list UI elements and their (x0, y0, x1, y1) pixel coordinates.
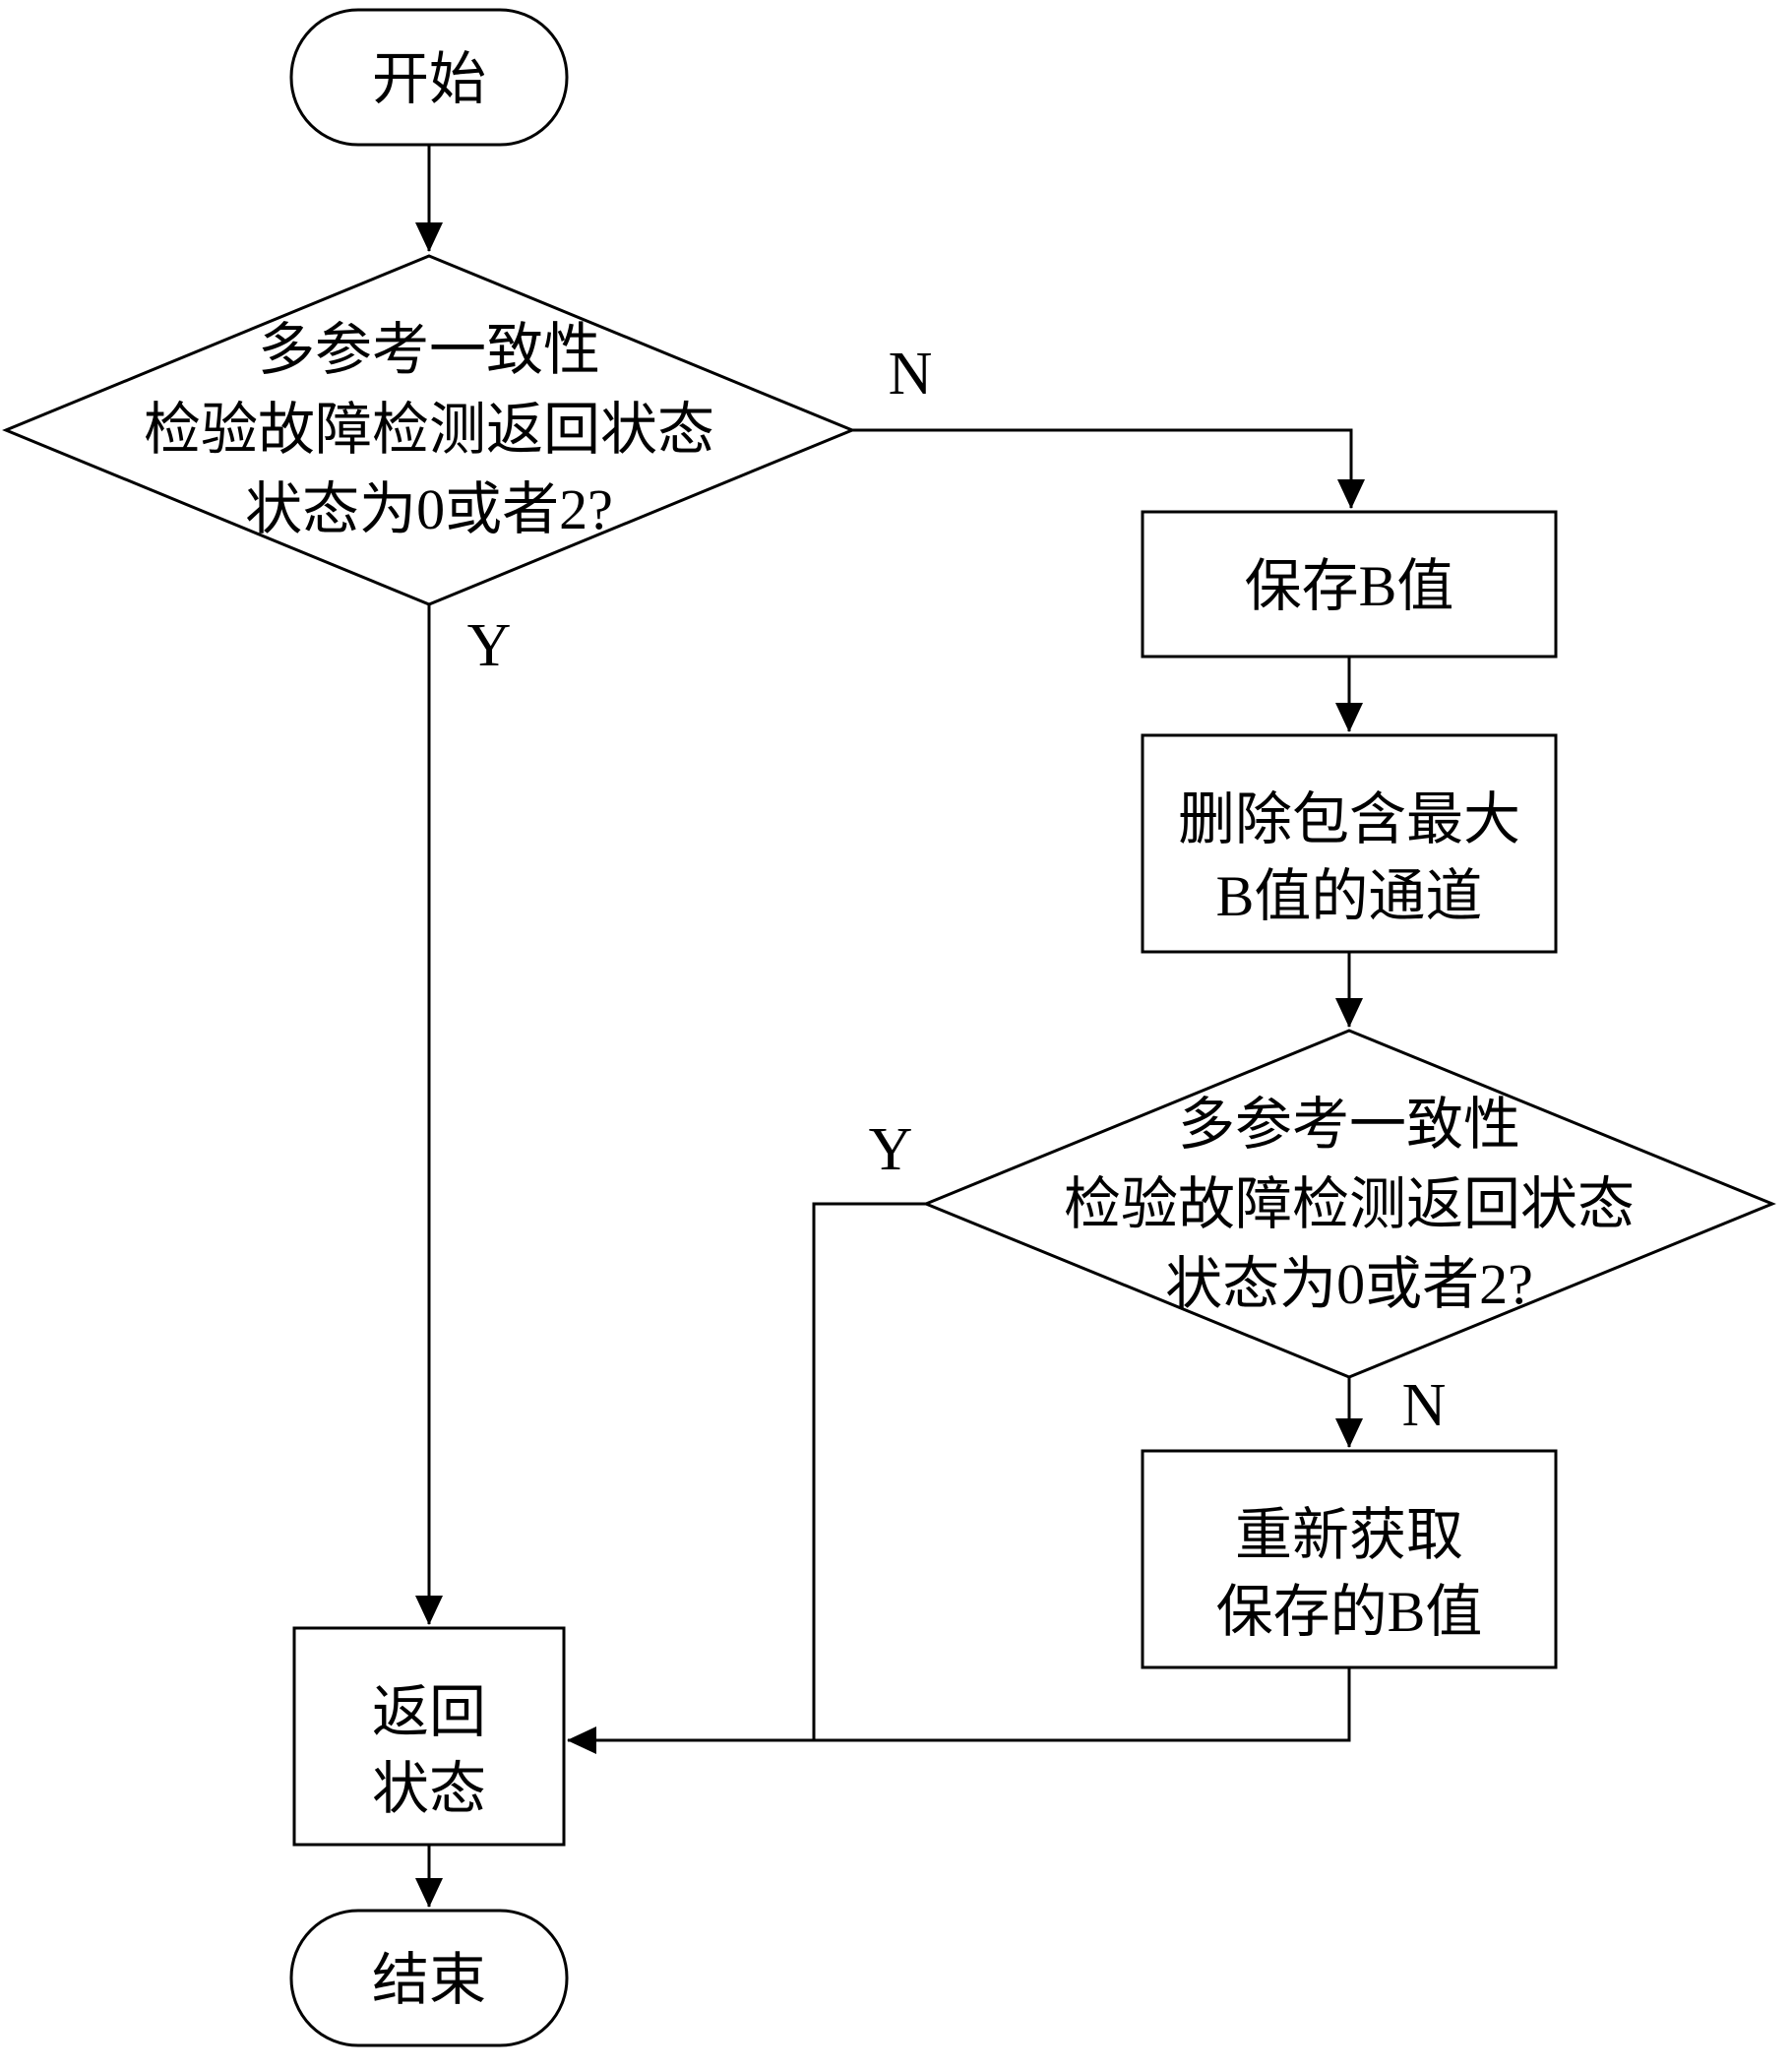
save-b-node-label: 保存B值 (1245, 554, 1454, 618)
edge-label-decision1-no: N (889, 341, 933, 408)
decision2-line-3: 状态为0或者2? (1165, 1252, 1533, 1316)
decision2-node-shape (922, 1029, 1776, 1379)
end-node-label: 结束 (372, 1948, 486, 2012)
save-b-node-shape (1141, 510, 1558, 659)
edge-reacquire-b-to-return-status (567, 1667, 1351, 1754)
delete-channel-node-shape (1141, 733, 1558, 954)
decision1-line-1: 多参考一致性 (258, 318, 600, 382)
decision2-line-1: 多参考一致性 (1178, 1093, 1520, 1157)
decision1-line-3: 状态为0或者2? (245, 477, 613, 541)
return-status-line-1: 返回 (372, 1680, 486, 1744)
delete-channel-node: 删除包含最大 B值的通道 (1141, 733, 1558, 954)
start-node: 开始 (289, 8, 569, 147)
decision1-line-2: 检验故障检测返回状态 (144, 398, 714, 462)
decision1-node-shape (2, 254, 856, 606)
decision2-node: 多参考一致性 检验故障检测返回状态 状态为0或者2? (922, 1029, 1776, 1379)
return-status-node: 返回 状态 (292, 1626, 566, 1847)
decision1-node: 多参考一致性 检验故障检测返回状态 状态为0或者2? (2, 254, 856, 606)
start-node-label: 开始 (372, 47, 486, 111)
delete-channel-line-1: 删除包含最大 (1178, 787, 1520, 851)
return-status-line-2: 状态 (372, 1757, 486, 1821)
return-status-node-shape (292, 1626, 566, 1847)
edge-label-decision1-yes: Y (467, 612, 512, 679)
start-node-shape (289, 8, 569, 147)
edge-decision2-to-return-status (812, 1202, 926, 1740)
decision2-line-2: 检验故障检测返回状态 (1064, 1172, 1635, 1236)
end-node-shape (289, 1909, 569, 2047)
reacquire-b-node-shape (1141, 1449, 1558, 1669)
reacquire-b-node: 重新获取 保存的B值 (1141, 1449, 1558, 1669)
edge-label-decision2-no: N (1402, 1372, 1447, 1439)
save-b-node: 保存B值 (1141, 510, 1558, 659)
edge-decision1-to-save-b (852, 428, 1365, 509)
reacquire-b-line-1: 重新获取 (1235, 1503, 1463, 1567)
end-node: 结束 (289, 1909, 569, 2047)
edge-label-decision2-yes: Y (869, 1116, 913, 1183)
reacquire-b-line-2: 保存的B值 (1216, 1580, 1483, 1644)
delete-channel-line-2: B值的通道 (1216, 864, 1483, 928)
